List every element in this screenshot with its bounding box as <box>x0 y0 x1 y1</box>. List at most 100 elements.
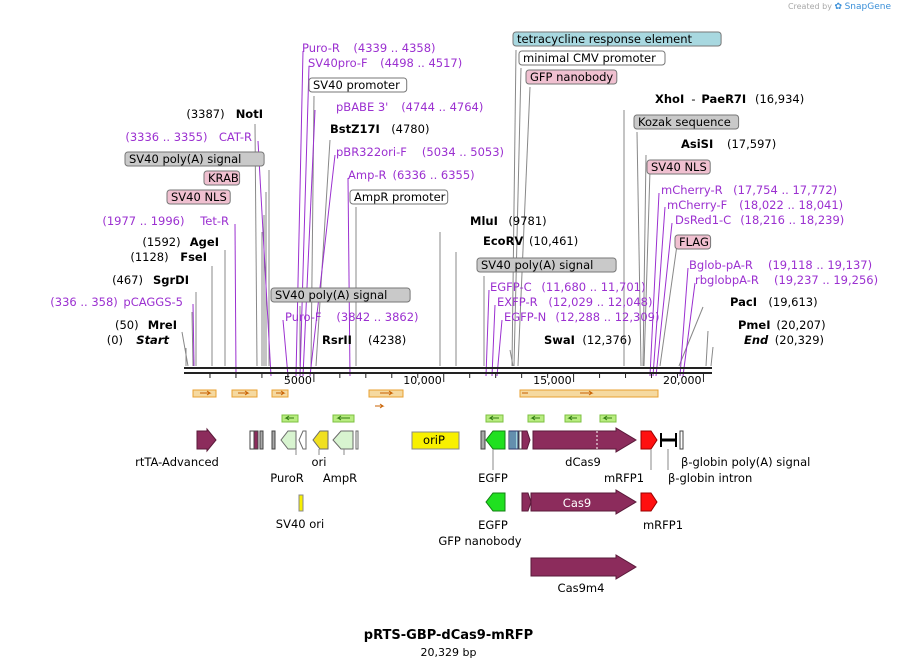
feature-label[interactable]: SV40 promoter <box>313 78 400 92</box>
site-label[interactable]: AgeI <box>190 235 219 249</box>
label-site_after: XhoI-PaeR7I (16,934) <box>655 92 804 106</box>
feature-label[interactable]: SV40 NLS <box>171 190 227 204</box>
feature-egfp[interactable] <box>485 430 506 450</box>
primer-range: (4498 .. 4517) <box>380 56 462 70</box>
site-label[interactable]: PacI <box>730 295 757 309</box>
site-label[interactable]: XhoI <box>655 92 684 106</box>
primer-label[interactable]: rbglobpA-R <box>695 273 759 287</box>
feature-label[interactable]: minimal CMV promoter <box>523 51 656 65</box>
feature-ori[interactable] <box>312 430 329 450</box>
primer-label[interactable]: pCAGGS-5 <box>123 295 183 309</box>
primer-label[interactable]: pBR322ori-F <box>336 145 407 159</box>
label-site_before: AgeI (1592) <box>142 235 219 249</box>
primer-label[interactable]: Tet-R <box>199 214 229 228</box>
primer-label[interactable]: Amp-R <box>348 168 387 182</box>
feature-rtta-advanced[interactable] <box>196 427 217 453</box>
orf-arrow-icon <box>380 390 394 396</box>
site-separator: - <box>691 92 695 106</box>
label-site_after_italic: End(20,329) <box>744 333 824 347</box>
feature-puror[interactable] <box>280 430 297 450</box>
feature-name: dCas9 <box>565 455 601 469</box>
feature-name: mRFP1 <box>643 518 683 532</box>
site-position: (19,613) <box>768 295 817 309</box>
feature-label[interactable]: tetracycline response element <box>517 32 693 46</box>
site-position: (1128) <box>130 250 168 264</box>
site-label[interactable]: Start <box>136 333 169 347</box>
site-label[interactable]: PmeI <box>738 318 771 332</box>
site-label[interactable]: AsiSI <box>681 137 713 151</box>
plasmid-title: pRTS-GBP-dCas9-mRFP <box>363 628 534 643</box>
primer-label[interactable]: Puro-F <box>285 310 322 324</box>
primer-range: (18,216 .. 18,239) <box>740 213 844 227</box>
label-primer: Puro-F(3842 .. 3862) <box>285 310 419 324</box>
feature-small <box>253 430 259 450</box>
primer-label[interactable]: pBABE 3' <box>336 100 388 114</box>
feature-label[interactable]: SV40 poly(A) signal <box>275 288 387 302</box>
primer-label[interactable]: EGFP-C <box>490 280 532 294</box>
feature-name: SV40 ori <box>276 517 324 531</box>
ruler-tick-label: 5000 <box>284 374 312 387</box>
feature-orip[interactable] <box>411 431 460 450</box>
annotation-labels: Puro-R(4339 .. 4358)SV40pro-F(4498 .. 45… <box>50 31 878 347</box>
site-label[interactable]: BstZ17I <box>330 122 380 136</box>
snapgene-logo: ✿ <box>834 2 843 12</box>
feature-label[interactable]: SV40 NLS <box>651 160 707 174</box>
feature-label[interactable]: SV40 poly(A) signal <box>129 152 241 166</box>
feature-label[interactable]: AmpR promoter <box>354 190 446 204</box>
primer-label[interactable]: SV40pro-F <box>308 56 368 70</box>
feature-name: PuroR <box>270 471 304 485</box>
feature-gfp-nanobody-egfp[interactable] <box>485 492 506 512</box>
label-primer: mCherry-R(17,754 .. 17,772) <box>661 183 837 197</box>
feature-ampr[interactable] <box>332 430 354 450</box>
feature-label-box <box>166 189 231 205</box>
primer-range: (336 .. 358) <box>50 295 118 309</box>
site-position: (1592) <box>142 235 180 249</box>
site-label[interactable]: PaeR7I <box>701 92 746 106</box>
primer-label[interactable]: Puro-R <box>302 41 340 55</box>
site-label[interactable]: NotI <box>236 107 263 121</box>
feature-name: Cas9 <box>563 496 591 510</box>
label-feature: Kozak sequence <box>633 114 740 130</box>
site-label[interactable]: EcoRV <box>483 234 523 248</box>
feature-name: β-globin intron <box>668 471 752 485</box>
feature-label[interactable]: Kozak sequence <box>638 115 731 129</box>
plasmid-size: 20,329 bp <box>420 646 477 659</box>
site-label[interactable]: SgrDI <box>153 273 189 287</box>
feature-label[interactable]: FLAG <box>679 235 709 249</box>
feature-label[interactable]: SV40 poly(A) signal <box>481 258 593 272</box>
label-site_before: MreI(50) <box>115 318 177 332</box>
feature-label-box <box>646 159 711 175</box>
primer-label[interactable]: EGFP-N <box>504 310 546 324</box>
feature-label[interactable]: KRAB <box>208 171 239 185</box>
primer-range: (12,288 .. 12,309) <box>555 310 659 324</box>
ruler-tick-label: 20,000 <box>663 374 702 387</box>
primer-label[interactable]: Bglob-pA-R <box>689 258 753 272</box>
feature-sv40-ori[interactable] <box>298 494 304 512</box>
site-label[interactable]: FseI <box>180 250 207 264</box>
feature-mrfp1[interactable] <box>640 430 658 450</box>
primer-label[interactable]: CAT-R <box>219 130 252 144</box>
feature-label[interactable]: GFP nanobody <box>530 70 613 84</box>
primer-label[interactable]: DsRed1-C <box>675 213 731 227</box>
feature-label-box <box>203 170 241 186</box>
primer-label[interactable]: mCherry-R <box>661 183 723 197</box>
feature-label-box <box>124 151 265 167</box>
site-position: (17,597) <box>727 137 776 151</box>
site-label[interactable]: MluI <box>470 214 498 228</box>
primer-label[interactable]: mCherry-F <box>667 198 727 212</box>
site-position: (16,934) <box>755 92 804 106</box>
site-label[interactable]: RsrII <box>322 333 352 347</box>
primer-label[interactable]: EXFP-R <box>497 295 538 309</box>
site-label[interactable]: SwaI <box>544 333 575 347</box>
site-label[interactable]: MreI <box>148 318 177 332</box>
feature-label-box <box>476 257 617 273</box>
label-primer: pBABE 3'(4744 .. 4764) <box>336 100 483 114</box>
feature-mrfp1-2[interactable] <box>640 492 658 512</box>
feature-cas9m4[interactable] <box>530 554 637 580</box>
feature-cas9[interactable] <box>530 489 637 515</box>
primer-range: (6336 .. 6355) <box>393 168 475 182</box>
snapgene-brand: Created by ✿ SnapGene <box>788 2 891 12</box>
feature-dcas9[interactable] <box>532 427 637 453</box>
site-label[interactable]: End <box>744 333 769 347</box>
feature-label-box <box>518 50 666 66</box>
